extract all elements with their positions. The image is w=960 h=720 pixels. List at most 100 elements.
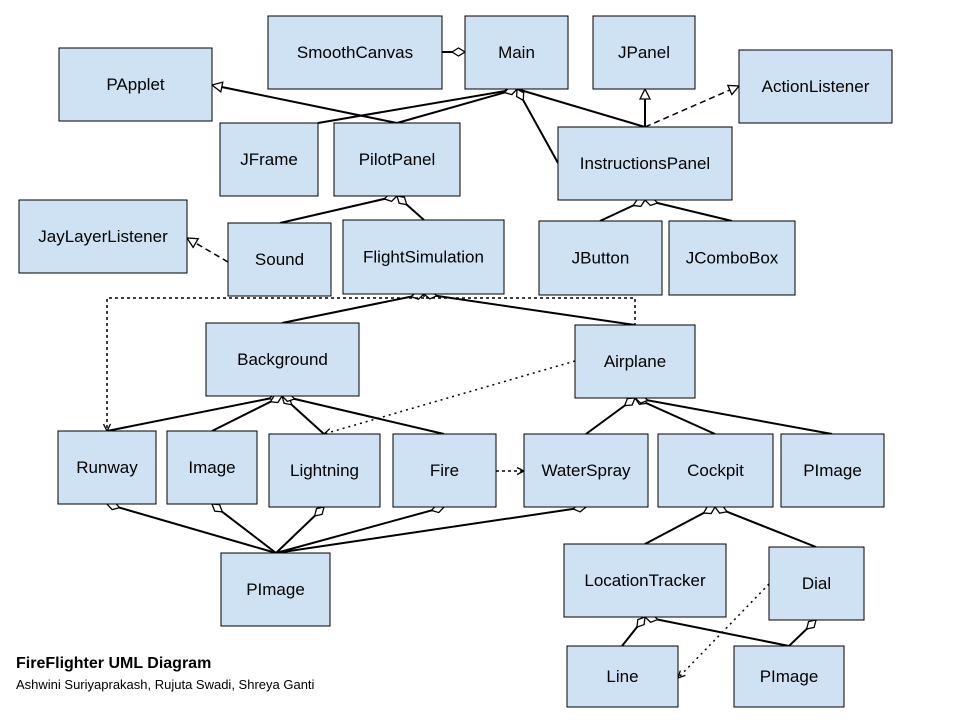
class-node-pimage_background: PImage: [220, 552, 331, 627]
class-node-jcombobox: JComboBox: [668, 220, 796, 296]
class-box-pimage_background: [220, 552, 331, 627]
edge-airplane-lightning: [322, 360, 576, 437]
class-label-fire: Fire: [430, 461, 459, 480]
class-box-smoothcanvas: [267, 15, 443, 90]
class-node-pimage_cockpit: PImage: [733, 645, 845, 708]
class-node-jbutton: JButton: [538, 220, 663, 296]
class-node-pilotpanel: PilotPanel: [333, 122, 461, 197]
class-node-locationtracker: LocationTracker: [563, 543, 727, 618]
class-node-cockpit: Cockpit: [657, 433, 774, 508]
edge-pimage-locationtracker: [645, 617, 790, 647]
class-node-sound: Sound: [227, 222, 332, 297]
edge-locationtracker-cockpit: [644, 507, 715, 545]
class-box-pimage_cockpit: [733, 645, 845, 708]
edge-lightning-background: [282, 396, 325, 435]
edge-sound-pilotpanel: [279, 196, 397, 224]
class-box-sound: [227, 222, 332, 297]
class-box-cockpit: [657, 433, 774, 508]
class-box-dial: [768, 546, 865, 621]
class-label-jpanel: JPanel: [618, 43, 670, 62]
class-box-image: [166, 430, 258, 505]
class-label-papplet: PApplet: [106, 75, 165, 94]
class-label-lightning: Lightning: [290, 461, 359, 480]
edge-jcombobox-instructionspanel: [645, 200, 733, 222]
class-node-smoothcanvas: SmoothCanvas: [267, 15, 443, 90]
class-node-actionlistener: ActionListener: [738, 49, 893, 124]
edge-flightsimulation-bracket: [423, 294, 636, 325]
class-node-image: Image: [166, 430, 258, 505]
class-node-papplet: PApplet: [58, 47, 213, 122]
class-label-image: Image: [188, 458, 235, 477]
class-node-jframe: JFrame: [219, 122, 319, 197]
class-node-jpanel: JPanel: [592, 15, 696, 90]
class-node-runway: Runway: [57, 430, 157, 505]
class-node-background: Background: [205, 322, 360, 397]
class-node-flightsimulation: FlightSimulation: [342, 219, 505, 295]
class-label-smoothcanvas: SmoothCanvas: [297, 43, 413, 62]
class-label-instructionspanel: InstructionsPanel: [580, 154, 710, 173]
edge-main-instructionspanel-connector: [516, 88, 646, 128]
edge-pimage-fire: [275, 507, 444, 554]
class-label-pimage_cockpit: PImage: [760, 667, 819, 686]
class-box-actionlistener: [738, 49, 893, 124]
class-label-jaylayerlistener: JayLayerListener: [38, 227, 168, 246]
edge-pimage-dial: [788, 620, 816, 647]
edge-pimage-lightning: [275, 507, 324, 554]
edge-pimage-waterspray: [275, 507, 586, 554]
class-box-jpanel: [592, 15, 696, 90]
class-label-locationtracker: LocationTracker: [584, 571, 706, 590]
class-node-jaylayerlistener: JayLayerListener: [18, 199, 188, 274]
class-label-line: Line: [606, 667, 638, 686]
class-box-waterspray: [523, 433, 649, 508]
class-box-line: [566, 645, 679, 708]
edge-jbutton-instructionspanel: [599, 200, 645, 222]
edge-instructionspanel-actionlistener: [644, 86, 739, 128]
class-label-dial: Dial: [802, 574, 831, 593]
class-box-jframe: [219, 122, 319, 197]
class-box-papplet: [58, 47, 213, 122]
edge-runway-background: [106, 396, 282, 432]
class-node-airplane: Airplane: [574, 324, 696, 399]
class-node-main: Main: [464, 15, 569, 90]
edge-dial-cockpit: [715, 507, 817, 548]
class-box-pilotpanel: [333, 122, 461, 197]
relationship-lines: [102, 52, 833, 680]
class-box-background: [205, 322, 360, 397]
class-label-main: Main: [498, 43, 535, 62]
edge-instructionspanel-main: [517, 89, 559, 164]
class-label-jbutton: JButton: [572, 249, 630, 268]
class-node-line: Line: [566, 645, 679, 708]
class-box-main: [464, 15, 569, 90]
class-node-lightning: Lightning: [268, 433, 381, 508]
edge-pimage-runway: [107, 504, 277, 554]
class-box-flightsimulation: [342, 219, 505, 295]
edge-pimage-image: [212, 503, 277, 554]
class-label-jcombobox: JComboBox: [686, 249, 779, 268]
class-label-sound: Sound: [255, 250, 304, 269]
diagram-title: FireFlighter UML Diagram: [16, 655, 212, 672]
class-box-jcombobox: [668, 220, 796, 296]
edge-inheritance-papplet: [212, 85, 398, 124]
class-box-airplane: [574, 324, 696, 399]
class-label-runway: Runway: [76, 458, 138, 477]
class-node-fire: Fire: [392, 433, 497, 508]
edge-pimage-airplane: [635, 398, 833, 435]
class-label-jframe: JFrame: [240, 150, 298, 169]
class-label-flightsimulation: FlightSimulation: [363, 248, 484, 267]
edge-jframe-main: [317, 89, 517, 124]
class-box-locationtracker: [563, 543, 727, 618]
edge-fire-background: [282, 396, 445, 435]
class-label-cockpit: Cockpit: [687, 461, 744, 480]
edge-waterspray-airplane: [585, 397, 635, 435]
class-label-actionlistener: ActionListener: [762, 77, 870, 96]
class-box-runway: [57, 430, 157, 505]
class-label-pimage_background: PImage: [246, 580, 305, 599]
edge-background-flightsimulation: [281, 294, 424, 324]
diagram-authors: Ashwini Suriyaprakash, Rujuta Swadi, Shr…: [16, 677, 315, 692]
class-box-instructionspanel: [557, 126, 733, 201]
class-label-pimage_airplane: PImage: [803, 461, 862, 480]
class-label-pilotpanel: PilotPanel: [359, 150, 436, 169]
class-node-pimage_airplane: PImage: [780, 433, 885, 508]
class-label-background: Background: [237, 350, 328, 369]
